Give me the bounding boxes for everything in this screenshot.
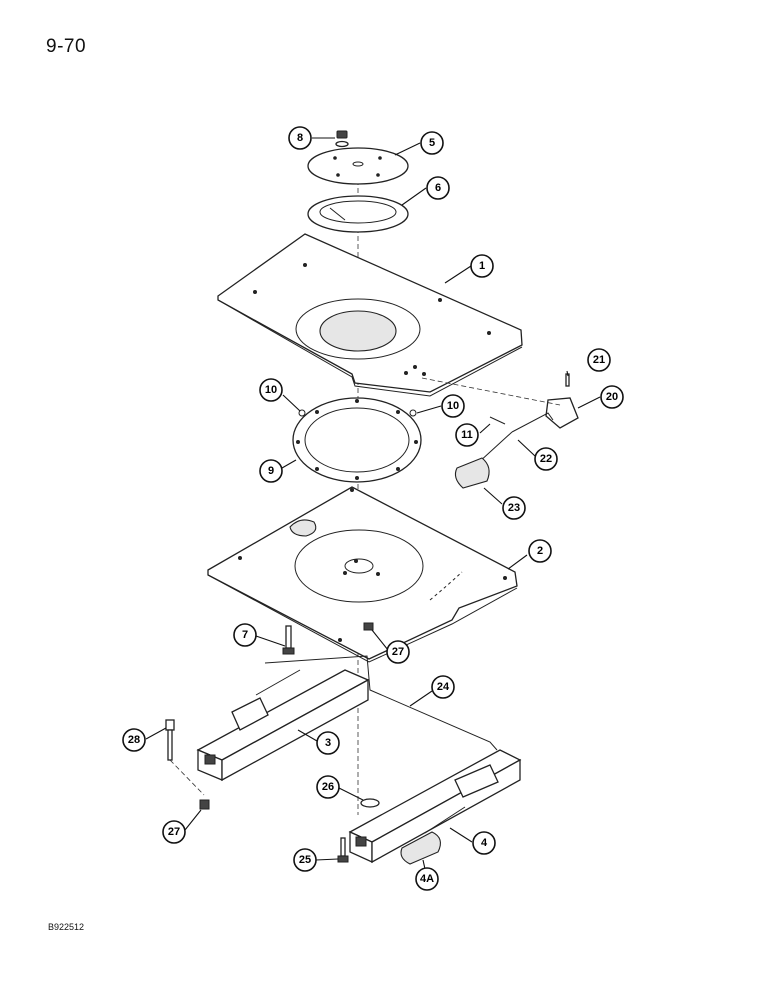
callout-3: 3 (316, 731, 340, 755)
callout-5: 5 (420, 131, 444, 155)
washer-10-right (409, 409, 417, 417)
callout-21: 21 (587, 348, 611, 372)
lower-swivel-plate (207, 486, 518, 663)
svg-text:21: 21 (593, 354, 605, 366)
left-slide-rail (196, 669, 370, 782)
page-number: 9-70 (46, 36, 87, 57)
svg-text:27: 27 (392, 646, 404, 658)
svg-text:4A: 4A (420, 873, 434, 885)
bolt-28 (165, 719, 175, 761)
svg-text:1: 1 (479, 260, 485, 272)
callout-8: 8 (288, 126, 312, 150)
svg-text:4: 4 (481, 837, 488, 849)
svg-text:25: 25 (299, 854, 311, 866)
svg-text:3: 3 (325, 737, 331, 749)
top-disc-plate (307, 147, 409, 185)
svg-text:10: 10 (447, 400, 459, 412)
svg-text:22: 22 (540, 453, 552, 465)
svg-text:23: 23 (508, 502, 520, 514)
figure-code: B922512 (48, 922, 85, 932)
svg-text:7: 7 (242, 629, 248, 641)
svg-text:24: 24 (437, 681, 450, 693)
bolt-7 (282, 625, 295, 655)
callout-23: 23 (502, 496, 526, 520)
washer-10-left (298, 409, 306, 417)
callout-9: 9 (259, 459, 283, 483)
callout-1: 1 (470, 254, 494, 278)
nut-27-upper (363, 622, 374, 631)
connecting-rod (264, 655, 498, 751)
callout-27-upper: 27 (386, 640, 410, 664)
callout-26: 26 (316, 775, 340, 799)
callout-7: 7 (233, 623, 257, 647)
bolt-28-axis (169, 759, 205, 796)
right-slide-rail (348, 749, 522, 864)
callout-11: 11 (455, 423, 479, 447)
svg-text:2: 2 (537, 545, 543, 557)
gasket-ring (292, 397, 422, 483)
callout-6: 6 (426, 176, 450, 200)
callout-10-left: 10 (259, 378, 283, 402)
callout-10-right: 10 (441, 394, 465, 418)
callout-20: 20 (600, 385, 624, 409)
svg-text:27: 27 (168, 826, 180, 838)
callout-27-lower: 27 (162, 820, 186, 844)
svg-text:6: 6 (435, 182, 441, 194)
svg-text:9: 9 (268, 465, 274, 477)
callout-2: 2 (528, 539, 552, 563)
nut-8 (335, 130, 349, 148)
callout-leaders (145, 137, 601, 870)
upper-swivel-plate (217, 233, 523, 397)
washer-26 (360, 798, 380, 808)
svg-text:28: 28 (128, 734, 140, 746)
callout-25: 25 (293, 848, 317, 872)
callout-4a: 4A (415, 867, 439, 891)
release-handle (400, 831, 441, 865)
svg-text:5: 5 (429, 137, 435, 149)
bolt-25 (337, 837, 349, 863)
bearing-ring (307, 195, 409, 233)
callout-22: 22 (534, 447, 558, 471)
callout-28: 28 (122, 728, 146, 752)
svg-text:10: 10 (265, 384, 277, 396)
lever-assembly (454, 373, 579, 489)
svg-text:8: 8 (297, 132, 303, 144)
svg-text:26: 26 (322, 781, 334, 793)
callout-24: 24 (431, 675, 455, 699)
svg-text:20: 20 (606, 391, 618, 403)
svg-text:11: 11 (461, 429, 473, 441)
callout-4: 4 (472, 831, 496, 855)
nut-27-lower (199, 799, 210, 810)
